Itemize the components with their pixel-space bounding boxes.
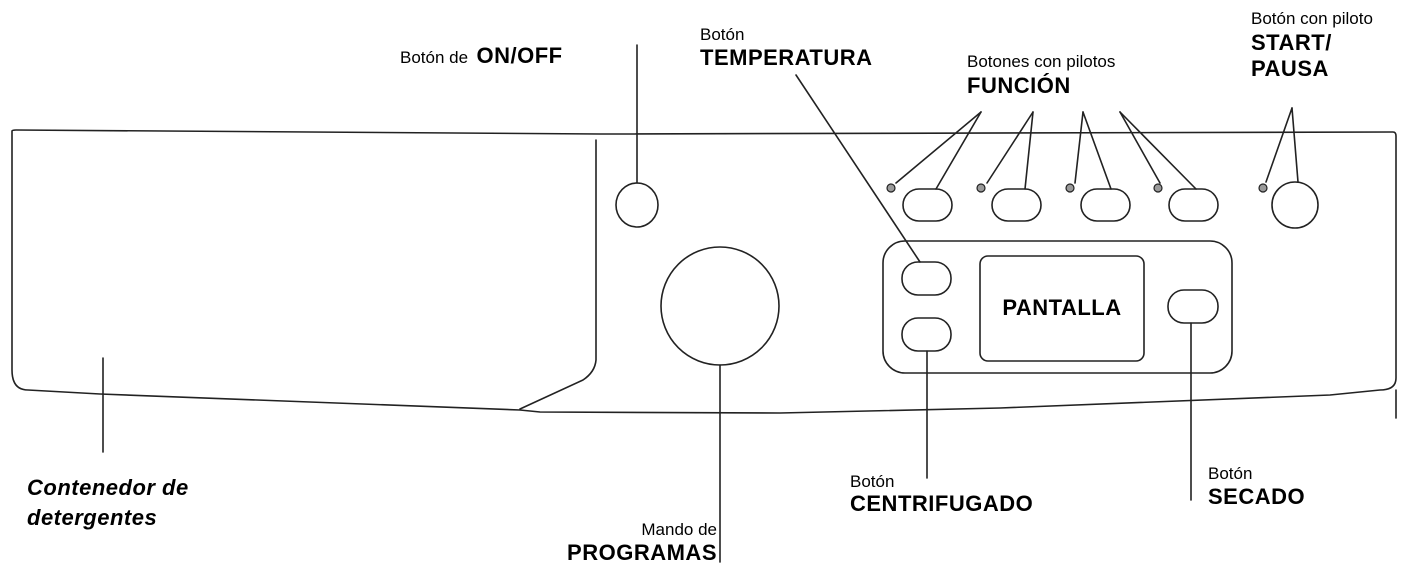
start-pause-button[interactable] (1271, 181, 1319, 229)
leader-funcion-3b (1082, 111, 1112, 190)
onoff-prefix: Botón de (400, 48, 469, 67)
leader-funcion-1a (895, 111, 982, 184)
leader-funcion-2a (986, 111, 1034, 184)
pilot-led-4 (1153, 183, 1163, 193)
programas-name: PROGRAMAS (567, 540, 717, 565)
start-name-line1: START/ (1251, 30, 1332, 55)
leader-funcion-4b (1119, 111, 1197, 190)
leader-funcion-2b (1024, 111, 1034, 190)
secado-name: SECADO (1208, 484, 1306, 509)
contenedor-line1: Contenedor de (27, 475, 189, 500)
funcion-prefix: Botones con pilotos (967, 52, 1116, 71)
temperatura-prefix: Botón (700, 25, 745, 44)
leader-start-a (1265, 107, 1293, 183)
programas-prefix: Mando de (641, 520, 717, 539)
leader-start-b (1291, 107, 1299, 183)
pilot-led-1 (886, 183, 896, 193)
panel-outline (11, 129, 1397, 414)
spin-button[interactable] (901, 317, 952, 352)
function-button-4[interactable] (1168, 188, 1219, 222)
funcion-name: FUNCIÓN (967, 73, 1071, 98)
centrifugado-prefix: Botón (850, 472, 895, 491)
display-housing (882, 240, 1233, 374)
programs-knob[interactable] (660, 246, 780, 366)
leader-funcion-3a (1074, 111, 1084, 184)
temperature-button[interactable] (901, 261, 952, 296)
function-button-1[interactable] (902, 188, 953, 222)
leader-funcion-4a (1119, 111, 1161, 184)
pilot-led-start (1258, 183, 1268, 193)
onoff-button[interactable] (615, 182, 659, 228)
leader-temperatura (795, 74, 921, 263)
display-screen (979, 255, 1145, 362)
function-button-3[interactable] (1080, 188, 1131, 222)
centrifugado-name: CENTRIFUGADO (850, 491, 1034, 516)
start-prefix: Botón con piloto (1251, 9, 1373, 28)
pilot-led-2 (976, 183, 986, 193)
leader-funcion-1b (935, 111, 982, 190)
contenedor-line2: detergentes (27, 505, 158, 530)
secado-prefix: Botón (1208, 464, 1253, 483)
temperatura-name: TEMPERATURA (700, 45, 873, 70)
onoff-name: ON/OFF (476, 43, 563, 68)
pilot-led-3 (1065, 183, 1075, 193)
function-button-2[interactable] (991, 188, 1042, 222)
onoff-label: Botón de ON/OFF (400, 45, 563, 67)
start-name-line2: PAUSA (1251, 56, 1329, 81)
drawer-separator (519, 139, 597, 410)
drying-button[interactable] (1167, 289, 1219, 324)
display-label: PANTALLA (1002, 295, 1122, 320)
